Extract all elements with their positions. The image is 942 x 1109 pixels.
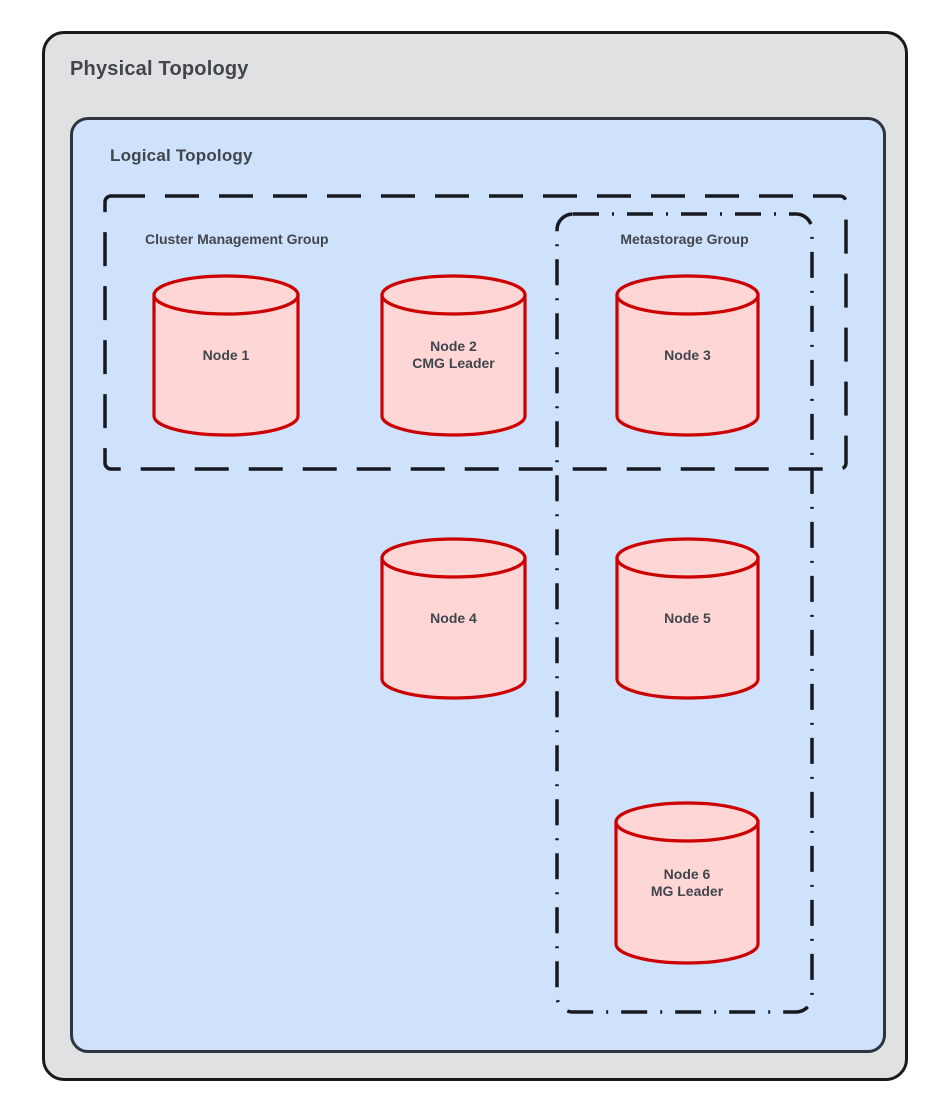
database-cylinder-icon <box>380 274 527 437</box>
database-cylinder-icon <box>614 801 760 965</box>
logical-topology-title: Logical Topology <box>110 146 253 165</box>
node-5-cylinder[interactable]: Node 5 <box>614 536 761 701</box>
node-3-cylinder[interactable]: Node 3 <box>614 273 761 438</box>
node-2-cylinder[interactable]: Node 2 CMG Leader <box>379 273 528 438</box>
metastorage-group-label: Metastorage Group <box>620 231 749 247</box>
database-cylinder-icon <box>615 537 760 700</box>
database-cylinder-icon <box>615 274 760 437</box>
node-4-cylinder[interactable]: Node 4 <box>379 536 528 701</box>
cluster-management-group-label: Cluster Management Group <box>145 231 329 247</box>
physical-topology-title: Physical Topology <box>70 58 249 80</box>
node-6-cylinder[interactable]: Node 6 MG Leader <box>613 800 761 966</box>
database-cylinder-icon <box>152 274 300 437</box>
database-cylinder-icon <box>380 537 527 700</box>
node-1-cylinder[interactable]: Node 1 <box>151 273 301 438</box>
